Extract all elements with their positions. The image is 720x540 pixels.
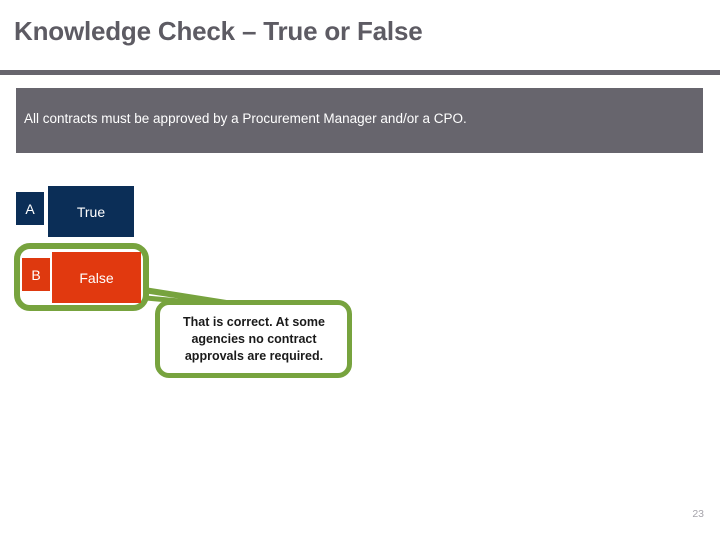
selected-answer-highlight [14,243,149,311]
feedback-callout: That is correct. At some agencies no con… [155,300,352,378]
option-b-letter[interactable]: B [22,258,50,291]
option-a-letter[interactable]: A [16,192,44,225]
option-a-label[interactable]: True [48,186,134,237]
title-divider [0,70,720,75]
question-text: All contracts must be approved by a Proc… [24,111,467,126]
option-b-label[interactable]: False [52,252,141,303]
page-number: 23 [692,508,704,520]
page-title: Knowledge Check – True or False [14,16,423,46]
feedback-text: That is correct. At some agencies no con… [183,315,325,363]
question-banner: All contracts must be approved by a Proc… [16,88,703,153]
